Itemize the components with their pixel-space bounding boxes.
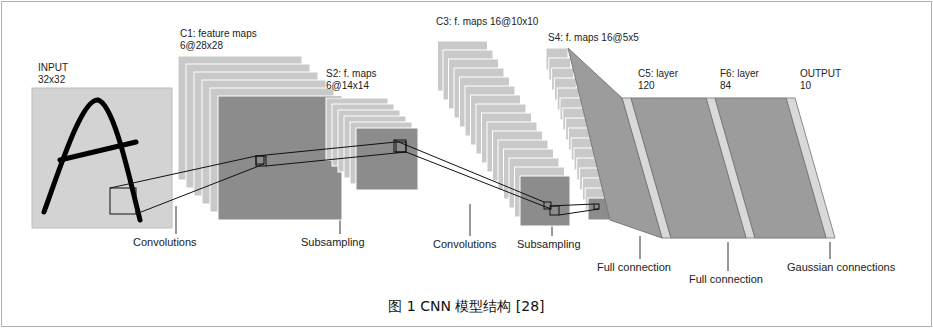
letter-stroke [44,100,140,220]
receptive-field-lines [256,142,406,166]
layer-heading: INPUT 32x32 [38,62,78,85]
operation-label: Subsampling [300,236,366,248]
layer-heading: C1: feature maps 6@28x28 [180,28,272,51]
operation-label: Subsampling [516,238,582,250]
leader-line [728,242,729,271]
feature-map-stack: C3: f. maps 16@10x10 [520,176,570,226]
patch-square [256,156,266,166]
feature-map [520,176,570,226]
projection-line [406,152,551,209]
figure-caption: 图 1 CNN 模型结构 [28] [0,298,933,316]
patch-square [550,206,559,215]
operation-label: Full connection [596,261,672,273]
leader-line [640,236,641,259]
layer-shape [520,176,570,226]
projection-line [256,142,396,156]
projection-line [110,156,256,188]
input-plane [32,88,172,228]
operation-label: Full connection [688,273,764,285]
input-image: INPUT 32x32 [32,88,172,228]
operation-label: Gaussian connections [786,261,896,273]
layer-heading: S2: f. maps 6@14x14 [326,68,388,91]
feature-map-stack: S2: f. maps 6@14x14 [356,128,418,190]
projection-line [559,209,599,215]
projection-line [394,140,544,202]
leader-line [830,242,831,259]
leader-line [470,204,471,236]
feature-map [356,128,418,190]
receptive-field-lines [394,140,551,209]
feature-map [218,96,342,220]
layer-heading: S4: f. maps 16@5x5 [548,32,639,44]
projection-line [550,204,594,206]
layer-heading: OUTPUT 10 [800,68,846,91]
layer-heading: C3: f. maps 16@10x10 [436,16,538,28]
projection-line [266,152,406,166]
patch-square [594,204,599,209]
receptive-field-lines [110,156,264,214]
connection-band [715,98,826,238]
projection-line [136,164,264,214]
operation-label: Convolutions [432,238,498,250]
layer-heading: F6: layer 84 [720,68,770,91]
patch-square [394,140,406,152]
layer-shape [356,128,418,190]
patch-square [110,188,136,214]
receptive-field-lines [550,204,599,215]
feature-map-stack: C1: feature maps 6@28x28 [218,96,342,220]
patch-square [396,142,406,152]
layer-shape [32,88,172,228]
leader-line [176,206,177,234]
connection-band [715,98,826,238]
layer-heading: C5: layer 120 [638,68,688,91]
patch-square [256,156,264,164]
letter-stroke [60,142,136,160]
operation-label: Convolutions [132,236,198,248]
layer-shape [218,96,342,220]
